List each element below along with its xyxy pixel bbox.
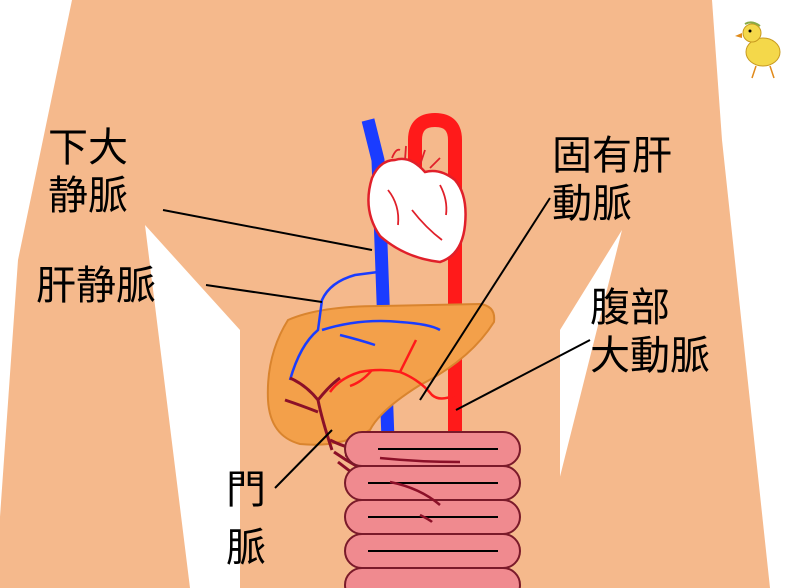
label-portal-vein: 門 脈 xyxy=(226,467,266,571)
label-inferior-vena-cava: 下大 静脈 xyxy=(48,125,128,219)
heart xyxy=(367,145,467,264)
leader-lines xyxy=(162,197,591,489)
label-proper-hepatic-artery: 固有肝 動脈 xyxy=(552,133,672,227)
mesenteric-veins xyxy=(379,456,461,523)
leader-hepatic-artery xyxy=(419,197,551,401)
hepatic-artery xyxy=(328,339,456,400)
label-abdominal-aorta: 腹部 大動脈 xyxy=(590,285,710,379)
leader-hepatic-vein xyxy=(205,284,323,303)
leader-aorta xyxy=(455,339,591,411)
label-hepatic-vein: 肝静脈 xyxy=(36,263,156,309)
hepatic-veins xyxy=(288,270,441,381)
leader-ivc xyxy=(162,209,373,251)
liver xyxy=(266,302,496,446)
leader-portal-vein xyxy=(274,429,333,489)
abdominal-aorta xyxy=(408,112,462,440)
intestines xyxy=(344,431,521,588)
chick-icon xyxy=(735,21,781,79)
